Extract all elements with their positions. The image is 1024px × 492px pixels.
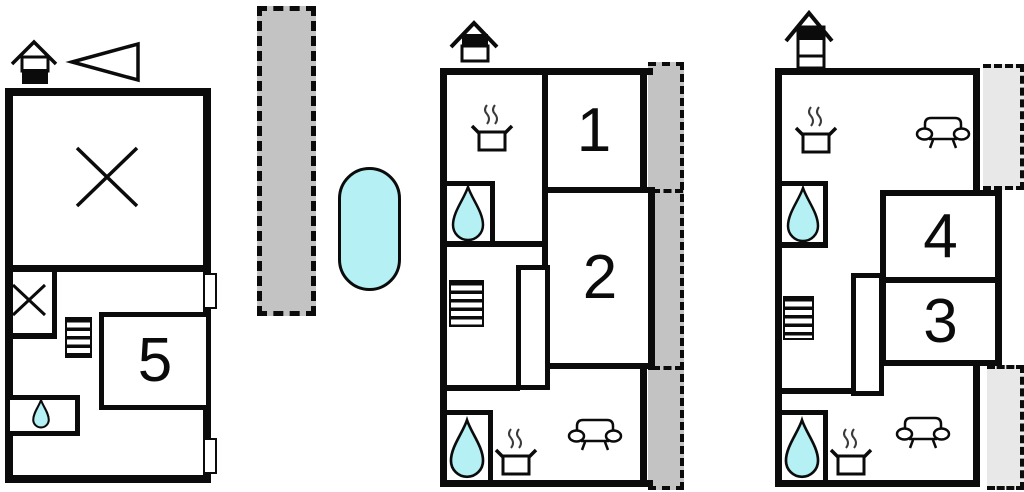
room-4: 4 xyxy=(886,196,995,277)
window-marker xyxy=(203,438,217,474)
terrace-area xyxy=(257,6,316,316)
wall-partition xyxy=(516,265,550,390)
water-drop-icon xyxy=(786,184,820,243)
room-number: 3 xyxy=(923,286,958,356)
wall-segment xyxy=(775,68,782,487)
room-5: 5 xyxy=(99,312,211,410)
room-1: 1 xyxy=(548,74,640,187)
wall-segment xyxy=(440,385,520,391)
sofa-icon xyxy=(567,418,623,451)
wall-segment xyxy=(490,181,495,247)
stairs-icon xyxy=(65,317,92,358)
pool xyxy=(338,167,401,291)
chimney-icon xyxy=(784,9,834,70)
wall-segment xyxy=(880,277,1002,283)
balcony-divider xyxy=(652,366,683,370)
wall-segment xyxy=(640,364,647,487)
wall-segment xyxy=(640,68,647,193)
wall-segment xyxy=(775,480,980,487)
wall-partition xyxy=(851,273,884,396)
wall-segment xyxy=(775,181,828,186)
water-drop-icon xyxy=(32,396,50,429)
wall-segment xyxy=(542,187,655,193)
cross-mark xyxy=(75,146,139,208)
wall-segment xyxy=(542,68,548,368)
room-2: 2 xyxy=(552,193,648,363)
wall-segment xyxy=(5,333,57,339)
wall-segment xyxy=(440,181,495,186)
wall-segment xyxy=(440,410,493,415)
wall-segment xyxy=(775,388,853,394)
wall-segment xyxy=(548,363,655,369)
wall-segment xyxy=(440,68,447,487)
room-number: 5 xyxy=(137,326,173,395)
balcony-divider xyxy=(652,189,683,193)
room-number: 1 xyxy=(576,95,612,165)
wall-segment xyxy=(488,410,493,487)
wall-segment xyxy=(973,68,980,196)
wall-segment xyxy=(52,272,57,338)
wall-segment xyxy=(973,360,980,487)
cross-mark xyxy=(11,283,47,317)
water-drop-icon xyxy=(784,415,820,479)
wall-segment xyxy=(5,265,211,272)
chimney-icon xyxy=(10,39,58,84)
wall-segment xyxy=(823,181,828,247)
north-arrow-icon xyxy=(65,41,140,83)
balcony-area xyxy=(648,62,684,490)
stove-pot-icon xyxy=(794,106,838,154)
sofa-icon xyxy=(895,416,951,449)
wall-segment xyxy=(775,68,980,75)
wall-segment xyxy=(775,410,828,415)
stairs-icon xyxy=(783,296,814,340)
stove-pot-icon xyxy=(829,428,873,476)
wall-segment xyxy=(880,190,1002,196)
room-number: 2 xyxy=(582,243,618,312)
water-drop-icon xyxy=(451,183,485,242)
window-marker xyxy=(203,273,217,309)
sofa-icon xyxy=(915,116,971,149)
wall-segment xyxy=(880,360,1002,366)
wall-segment xyxy=(823,410,828,487)
water-drop-icon xyxy=(449,415,485,479)
balcony-area xyxy=(987,365,1024,490)
stairs-icon xyxy=(449,280,484,327)
chimney-icon xyxy=(449,20,499,63)
stove-pot-icon xyxy=(470,104,514,152)
wall-segment xyxy=(648,187,655,370)
wall-segment xyxy=(775,242,828,248)
balcony-area xyxy=(983,64,1024,190)
stove-pot-icon xyxy=(494,428,538,476)
wall-segment xyxy=(440,480,653,487)
room-3: 3 xyxy=(886,283,995,360)
room-number: 4 xyxy=(923,201,958,271)
